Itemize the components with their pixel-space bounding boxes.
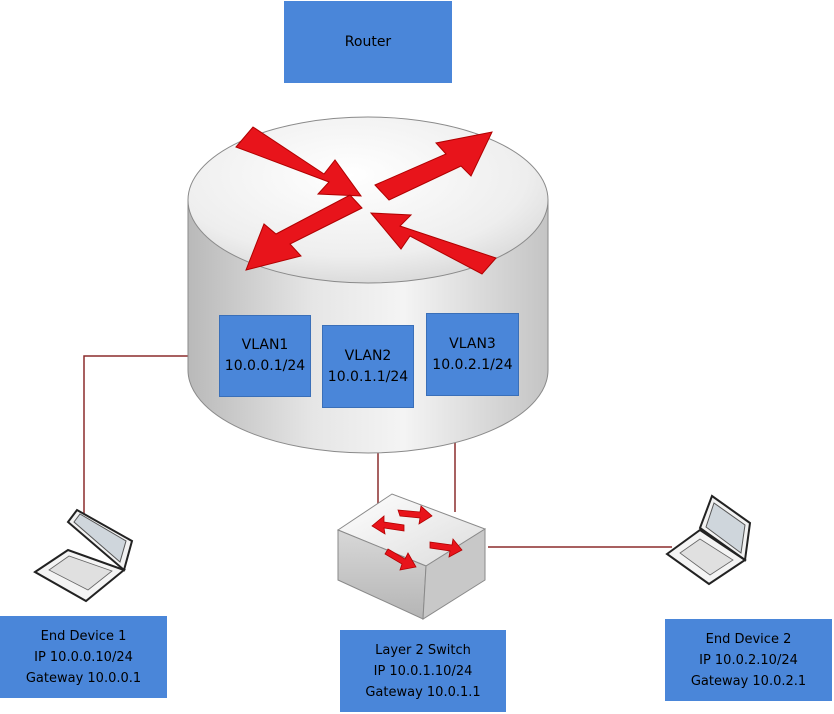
switch-gateway: Gateway 10.0.1.1 xyxy=(365,684,481,700)
vlan2-name: VLAN2 xyxy=(344,347,392,364)
end-device-2-box: End Device 2 IP 10.0.2.10/24 Gateway 10.… xyxy=(665,619,832,701)
vlan1-box: VLAN1 10.0.0.1/24 xyxy=(219,315,311,397)
end-device-1-name: End Device 1 xyxy=(40,628,127,644)
link-vlan1-end-device-1 xyxy=(83,355,220,516)
vlan2-box: VLAN2 10.0.1.1/24 xyxy=(322,325,414,408)
laptop-icon xyxy=(33,508,134,603)
end-device-1-box: End Device 1 IP 10.0.0.10/24 Gateway 10.… xyxy=(0,616,167,698)
vlan2-ip: 10.0.1.1/24 xyxy=(327,368,409,385)
end-device-1-ip: IP 10.0.0.10/24 xyxy=(34,649,133,665)
router-label: Router xyxy=(344,33,392,50)
end-device-1-gateway: Gateway 10.0.0.1 xyxy=(25,670,142,686)
vlan3-name: VLAN3 xyxy=(449,335,496,352)
vlan3-box: VLAN3 10.0.2.1/24 xyxy=(426,313,519,396)
end-device-2-ip: IP 10.0.2.10/24 xyxy=(699,652,798,668)
vlan1-name: VLAN1 xyxy=(241,337,289,353)
end-device-2-gateway: Gateway 10.0.2.1 xyxy=(690,673,807,689)
vlan3-ip: 10.0.2.1/24 xyxy=(432,356,513,373)
laptop-icon xyxy=(665,494,752,586)
switch-icon xyxy=(336,493,487,620)
switch-ip: IP 10.0.1.10/24 xyxy=(373,663,473,679)
router-label-box: Router xyxy=(284,1,452,83)
switch-box: Layer 2 Switch IP 10.0.1.10/24 Gateway 1… xyxy=(340,630,506,712)
vlan1-ip: 10.0.0.1/24 xyxy=(224,358,306,374)
switch-name: Layer 2 Switch xyxy=(375,642,471,658)
router-arrows xyxy=(235,126,497,275)
end-device-2-name: End Device 2 xyxy=(705,631,792,647)
